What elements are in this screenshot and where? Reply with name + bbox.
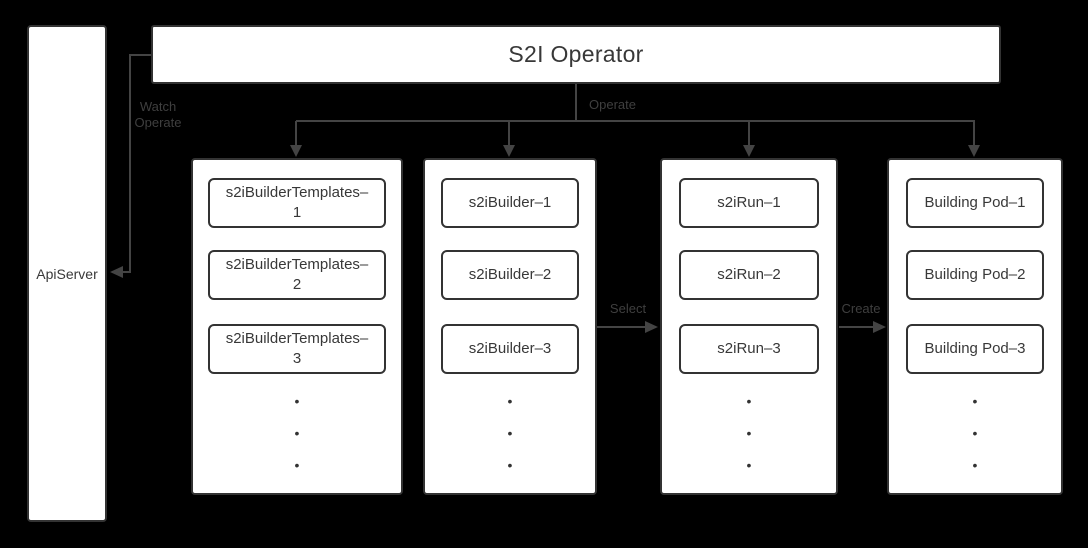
column-s2irun: s2iRun–1 s2iRun–2 s2iRun–3 • • •: [660, 158, 838, 495]
node-s2ibuilder-3: s2iBuilder–3: [441, 324, 579, 374]
node-s2ibuilder-2: s2iBuilder–2: [441, 250, 579, 300]
column-building-pod: Building Pod–1 Building Pod–2 Building P…: [887, 158, 1063, 495]
ellipsis-dot: •: [507, 393, 513, 409]
node-s2irun-1: s2iRun–1: [679, 178, 819, 228]
arrowhead-down-icon: [968, 145, 980, 157]
edge-label-create: Create: [841, 301, 881, 316]
edge-label-watch-operate: Watch Operate: [134, 99, 182, 130]
node-s2ibuildertemplates-1: s2iBuilderTemplates– 1: [208, 178, 386, 228]
edge-watch-operate: [123, 54, 151, 273]
column-s2ibuildertemplates: s2iBuilderTemplates– 1 s2iBuilderTemplat…: [191, 158, 403, 495]
edge-label-select: Select: [609, 301, 647, 316]
arrowhead-right-icon: [873, 321, 886, 333]
ellipsis-dot: •: [507, 425, 513, 441]
column-s2ibuilder: s2iBuilder–1 s2iBuilder–2 s2iBuilder–3 •…: [423, 158, 597, 495]
node-building-pod-3: Building Pod–3: [906, 324, 1044, 374]
ellipsis-dot: •: [507, 457, 513, 473]
ellipsis-dot: •: [746, 457, 752, 473]
node-building-pod-2: Building Pod–2: [906, 250, 1044, 300]
arrowhead-down-icon: [743, 145, 755, 157]
ellipsis-dot: •: [972, 425, 978, 441]
node-s2ibuildertemplates-3: s2iBuilderTemplates– 3: [208, 324, 386, 374]
ellipsis-dot: •: [746, 425, 752, 441]
node-s2irun-3: s2iRun–3: [679, 324, 819, 374]
node-s2irun-2: s2iRun–2: [679, 250, 819, 300]
ellipsis-dot: •: [972, 393, 978, 409]
ellipsis-dot: •: [294, 457, 300, 473]
ellipsis-dot: •: [972, 457, 978, 473]
edge-label-operate: Operate: [589, 97, 636, 112]
ellipsis-dot: •: [294, 425, 300, 441]
node-s2ibuilder-1: s2iBuilder–1: [441, 178, 579, 228]
arrowhead-down-icon: [503, 145, 515, 157]
ellipsis-dot: •: [746, 393, 752, 409]
api-server-node: ApiServer: [27, 25, 107, 522]
ellipsis-dot: •: [294, 393, 300, 409]
arrowhead-down-icon: [290, 145, 302, 157]
node-building-pod-1: Building Pod–1: [906, 178, 1044, 228]
arrowhead-left-icon: [110, 266, 123, 278]
s2i-operator-node: S2I Operator: [151, 25, 1001, 84]
node-s2ibuildertemplates-2: s2iBuilderTemplates– 2: [208, 250, 386, 300]
arrowhead-right-icon: [645, 321, 658, 333]
